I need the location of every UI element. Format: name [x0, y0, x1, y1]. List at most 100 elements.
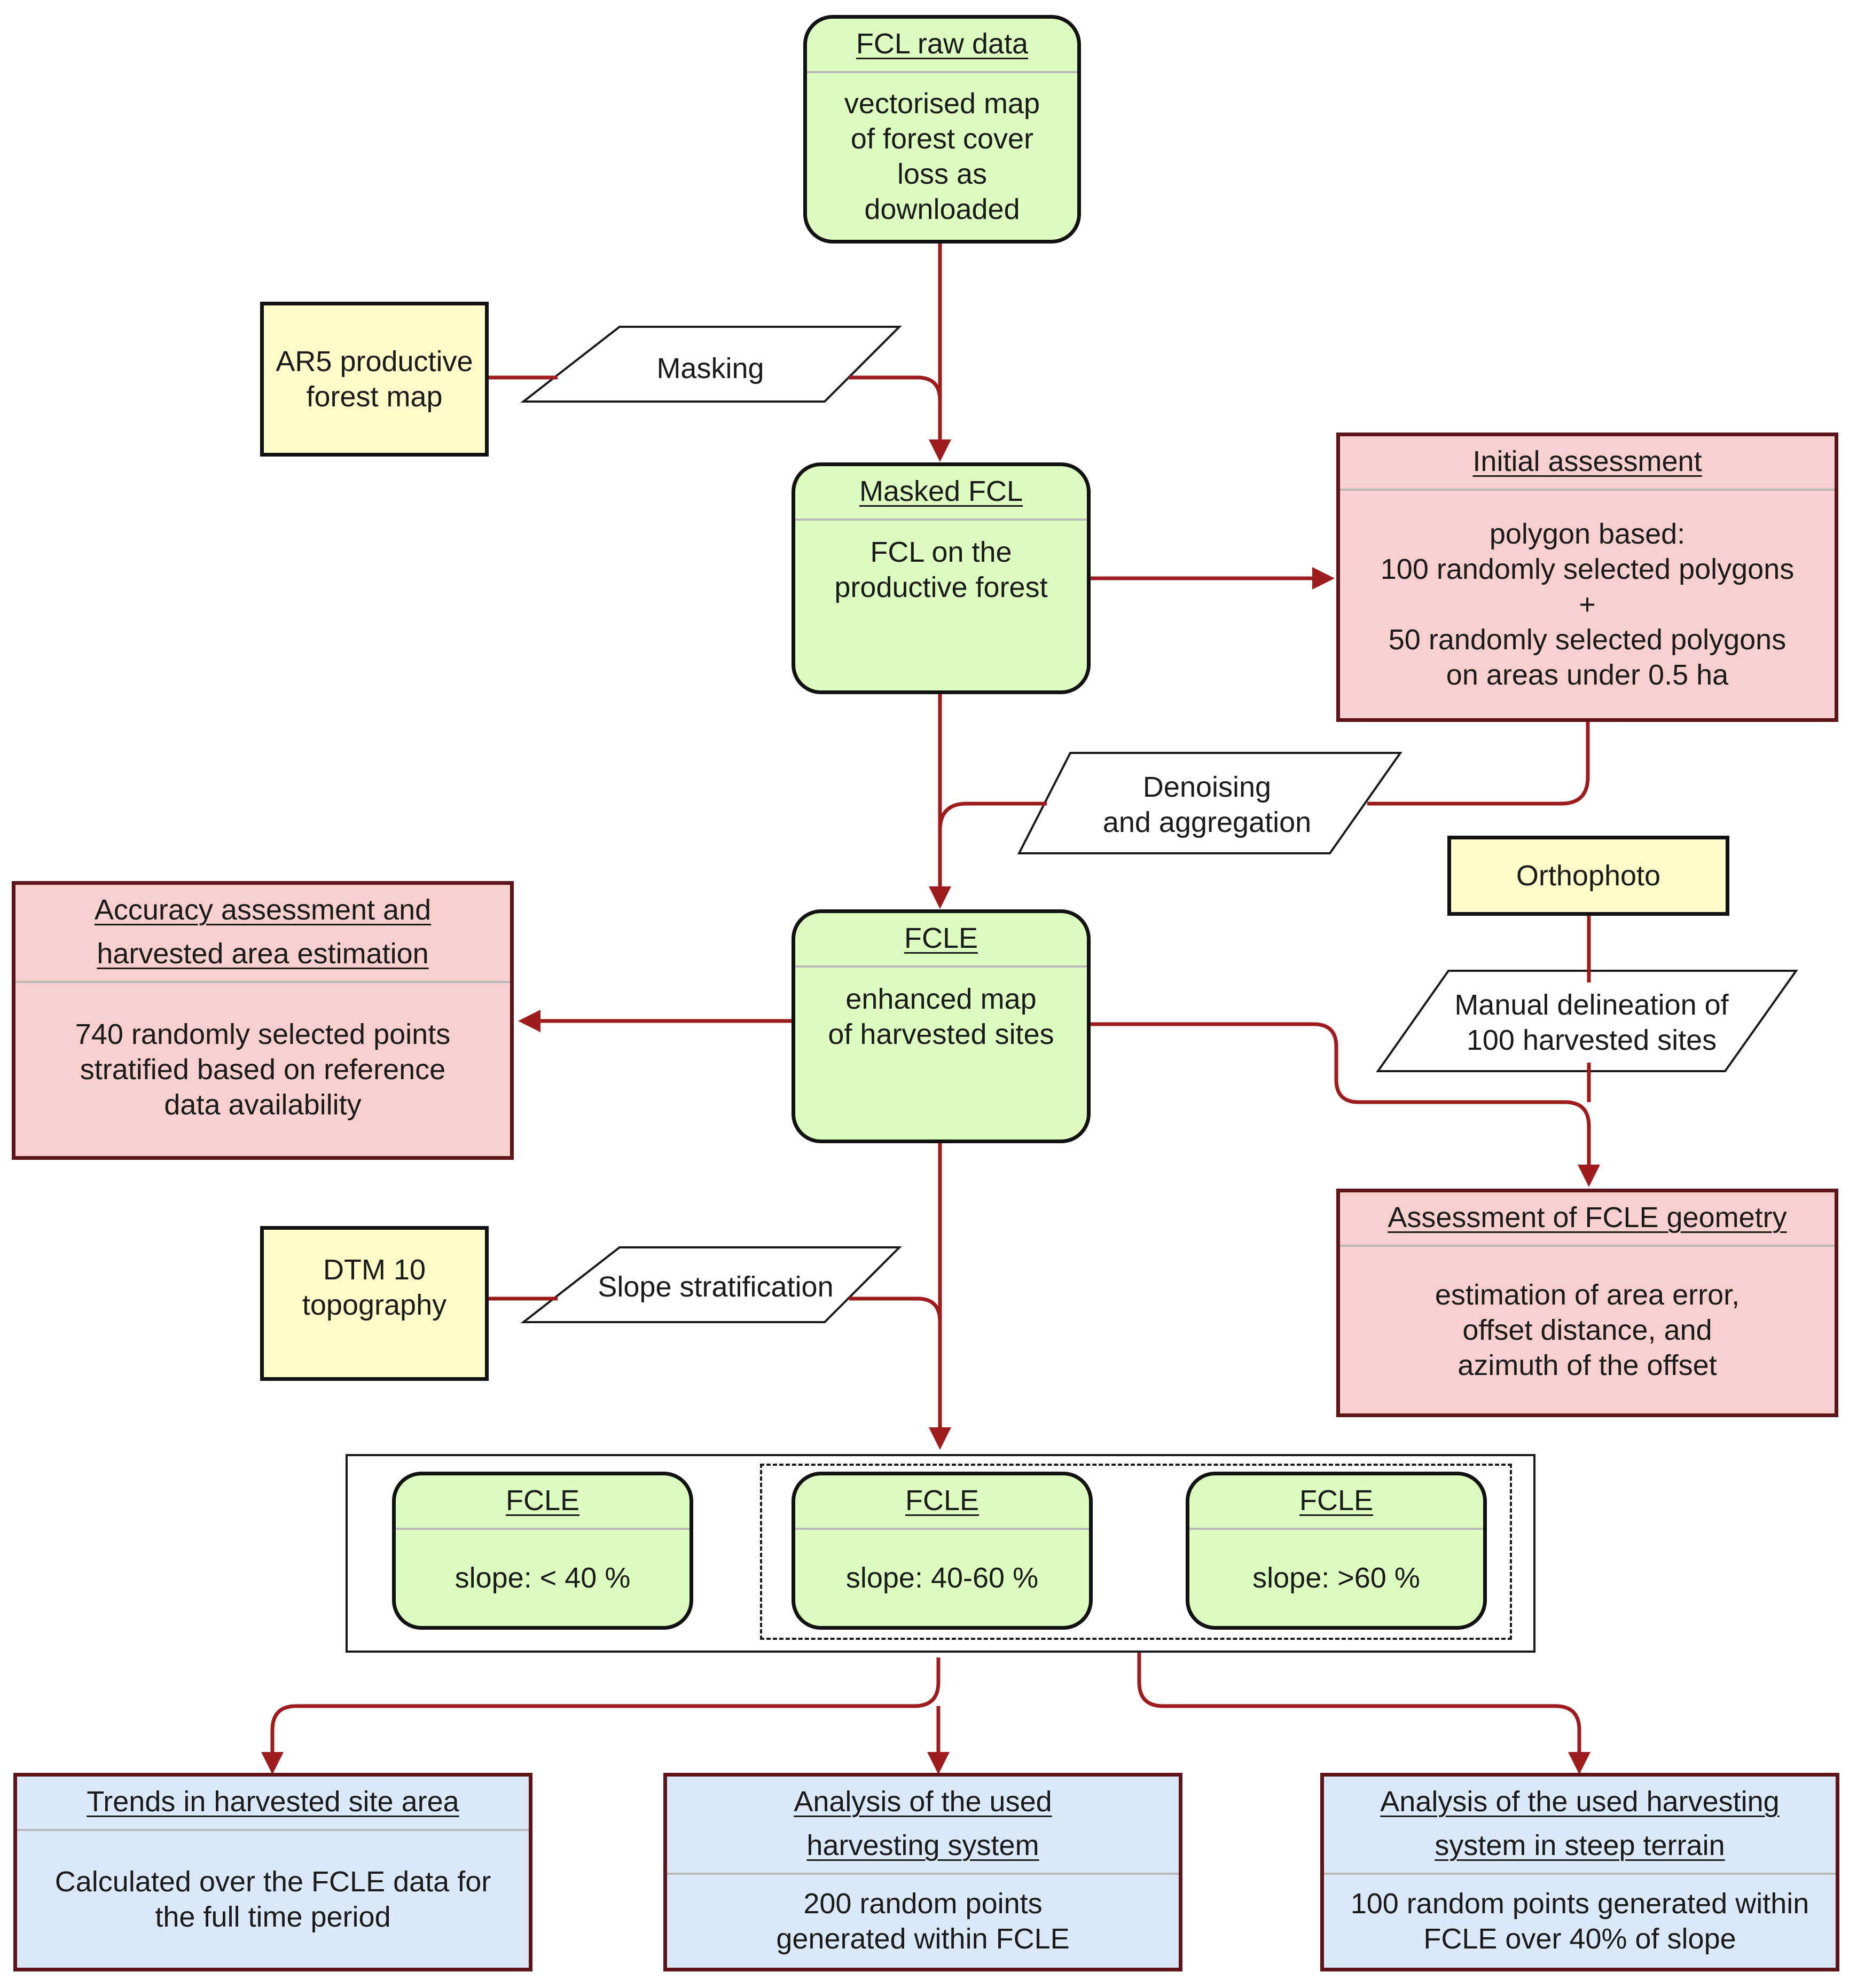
fcle-slope-high-body: slope: >60 %	[1189, 1530, 1483, 1626]
fcle-slope-low-title: FCLE	[396, 1475, 689, 1530]
node-text-line: topography	[302, 1289, 447, 1321]
initial-assessment-body: polygon based: 100 randomly selected pol…	[1340, 491, 1835, 718]
connector-fcle-to-geometry	[1089, 1022, 1600, 1187]
node-text-line: forest map	[306, 381, 443, 413]
process-text-line: Slope stratification	[598, 1271, 834, 1303]
accuracy-assessment-body: 740 randomly selected points stratified …	[15, 983, 510, 1156]
fcl-raw-data-title: FCL raw data	[807, 19, 1077, 73]
steep-terrain-analysis-title: Analysis of the used harvesting system i…	[1324, 1777, 1836, 1875]
steep-terrain-analysis-node: Analysis of the used harvesting system i…	[1320, 1773, 1839, 1971]
process-text-line: 100 harvested sites	[1466, 1024, 1717, 1056]
ar5-forest-map-node: AR5 productive forest map	[260, 302, 489, 457]
node-text-line: azimuth of the offset	[1458, 1349, 1717, 1381]
node-text-line: 100 random points generated within	[1350, 1888, 1809, 1920]
node-title-line: system in steep terrain	[1435, 1829, 1725, 1861]
node-title-line: Analysis of the used	[794, 1786, 1052, 1818]
connector-initial-to-denoising	[1367, 722, 1590, 806]
node-text-line: Orthophoto	[1516, 860, 1661, 892]
node-text-line: slope: < 40 %	[455, 1562, 631, 1594]
fcle-slope-high-title: FCLE	[1189, 1475, 1483, 1530]
node-text-line: on areas under 0.5 ha	[1446, 659, 1729, 691]
node-text-line: enhanced map	[845, 983, 1037, 1015]
harvesting-system-analysis-node: Analysis of the used harvesting system 2…	[663, 1773, 1182, 1971]
fcle-geometry-assessment-title: Assessment of FCLE geometry	[1340, 1192, 1835, 1247]
node-title-line: Analysis of the used harvesting	[1380, 1786, 1780, 1818]
node-text-line: loss as	[897, 158, 988, 190]
node-title-line: Accuracy assessment and	[94, 894, 432, 926]
node-text-line: 100 randomly selected polygons	[1380, 553, 1795, 585]
orthophoto-body: Orthophoto	[1506, 858, 1671, 893]
fcle-slope-mid-body: slope: 40-60 %	[795, 1530, 1089, 1626]
node-text-line: 50 randomly selected polygons	[1388, 624, 1787, 656]
trends-harvested-area-node: Trends in harvested site area Calculated…	[13, 1773, 532, 1971]
harvesting-system-analysis-body: 200 random points generated within FCLE	[667, 1875, 1179, 1968]
node-text-line: slope: >60 %	[1252, 1562, 1420, 1594]
node-text-line: FCLE over 40% of slope	[1423, 1923, 1736, 1955]
node-text-line: polygon based:	[1489, 518, 1686, 550]
node-text-line: slope: 40-60 %	[845, 1562, 1039, 1594]
process-text-line: Masking	[656, 352, 764, 384]
node-text-line: of harvested sites	[828, 1018, 1054, 1050]
node-text-line: the full time period	[155, 1901, 391, 1933]
node-title-line: harvesting system	[806, 1829, 1039, 1861]
ar5-forest-map-body: AR5 productive forest map	[265, 344, 483, 414]
node-text-line: +	[1579, 588, 1596, 620]
fcle-slope-low-body: slope: < 40 %	[396, 1530, 689, 1626]
fcl-raw-data-node: FCL raw data vectorised map of forest co…	[803, 15, 1081, 243]
initial-assessment-title: Initial assessment	[1340, 436, 1835, 491]
connector-strata-to-steep	[1137, 1638, 1590, 1774]
node-text-line: of forest cover	[850, 123, 1034, 155]
harvesting-system-analysis-title: Analysis of the used harvesting system	[667, 1777, 1179, 1875]
node-text-line: productive forest	[834, 571, 1048, 603]
node-text-line: vectorised map	[844, 88, 1040, 120]
fcle-slope-high-node: FCLE slope: >60 %	[1186, 1472, 1487, 1630]
node-text-line: offset distance, and	[1462, 1314, 1712, 1346]
node-text-line: Calculated over the FCLE data for	[54, 1866, 491, 1898]
dtm-topography-node: DTM 10 topography	[260, 1226, 489, 1381]
fcle-node: FCLE enhanced map of harvested sites	[792, 909, 1091, 1143]
trends-harvested-area-body: Calculated over the FCLE data for the fu…	[17, 1831, 529, 1968]
node-text-line: 740 randomly selected points	[75, 1018, 451, 1050]
node-text-line: downloaded	[864, 193, 1020, 225]
fcle-geometry-assessment-body: estimation of area error, offset distanc…	[1340, 1247, 1835, 1413]
node-text-line: DTM 10	[323, 1254, 426, 1286]
dtm-topography-body: DTM 10 topography	[292, 1252, 457, 1323]
process-text-line: and aggregation	[1102, 806, 1312, 838]
denoising-label: Denoising and aggregation	[1079, 765, 1335, 845]
manual-delineation-label: Manual delineation of 100 harvested site…	[1431, 983, 1752, 1063]
node-text-line: data availability	[164, 1089, 362, 1121]
connector-denoising-to-trunk	[938, 802, 1047, 831]
steep-strata-dashed-group	[760, 1464, 1512, 1640]
fcle-slope-low-node: FCLE slope: < 40 %	[392, 1472, 693, 1630]
node-text-line: estimation of area error,	[1435, 1279, 1740, 1311]
manual-delineation-process-shape	[1376, 970, 1798, 1072]
node-text-line: 200 random points	[803, 1888, 1043, 1920]
accuracy-assessment-node: Accuracy assessment and harvested area e…	[12, 881, 514, 1160]
masking-label: Masking	[582, 342, 839, 395]
initial-assessment-node: Initial assessment polygon based: 100 ra…	[1336, 433, 1838, 722]
trends-harvested-area-title: Trends in harvested site area	[17, 1777, 529, 1831]
masked-fcl-body: FCL on the productive forest	[795, 521, 1087, 690]
node-text-line: stratified based on reference	[80, 1054, 446, 1086]
steep-terrain-analysis-body: 100 random points generated within FCLE …	[1324, 1875, 1836, 1968]
fcle-slope-mid-title: FCLE	[795, 1475, 1089, 1530]
fcle-geometry-assessment-node: Assessment of FCLE geometry estimation o…	[1336, 1189, 1838, 1417]
fcle-body: enhanced map of harvested sites	[795, 968, 1087, 1140]
connector-strata-to-trends	[261, 1657, 941, 1774]
fcle-title: FCLE	[795, 913, 1087, 968]
masked-fcl-title: Masked FCL	[795, 466, 1087, 521]
fcle-slope-mid-node: FCLE slope: 40-60 %	[792, 1472, 1093, 1630]
denoising-process-shape	[1017, 752, 1402, 854]
node-text-line: generated within FCLE	[776, 1923, 1070, 1955]
orthophoto-node: Orthophoto	[1447, 836, 1729, 916]
masked-fcl-node: Masked FCL FCL on the productive forest	[792, 462, 1091, 694]
node-text-line: AR5 productive	[276, 345, 473, 378]
process-text-line: Denoising	[1142, 771, 1272, 803]
node-title-line: harvested area estimation	[97, 938, 429, 970]
slope-stratification-label: Slope stratification	[566, 1260, 865, 1314]
connector-masking-to-trunk	[849, 375, 942, 401]
connector-slope-to-trunk	[849, 1296, 942, 1322]
accuracy-assessment-title: Accuracy assessment and harvested area e…	[15, 885, 510, 983]
